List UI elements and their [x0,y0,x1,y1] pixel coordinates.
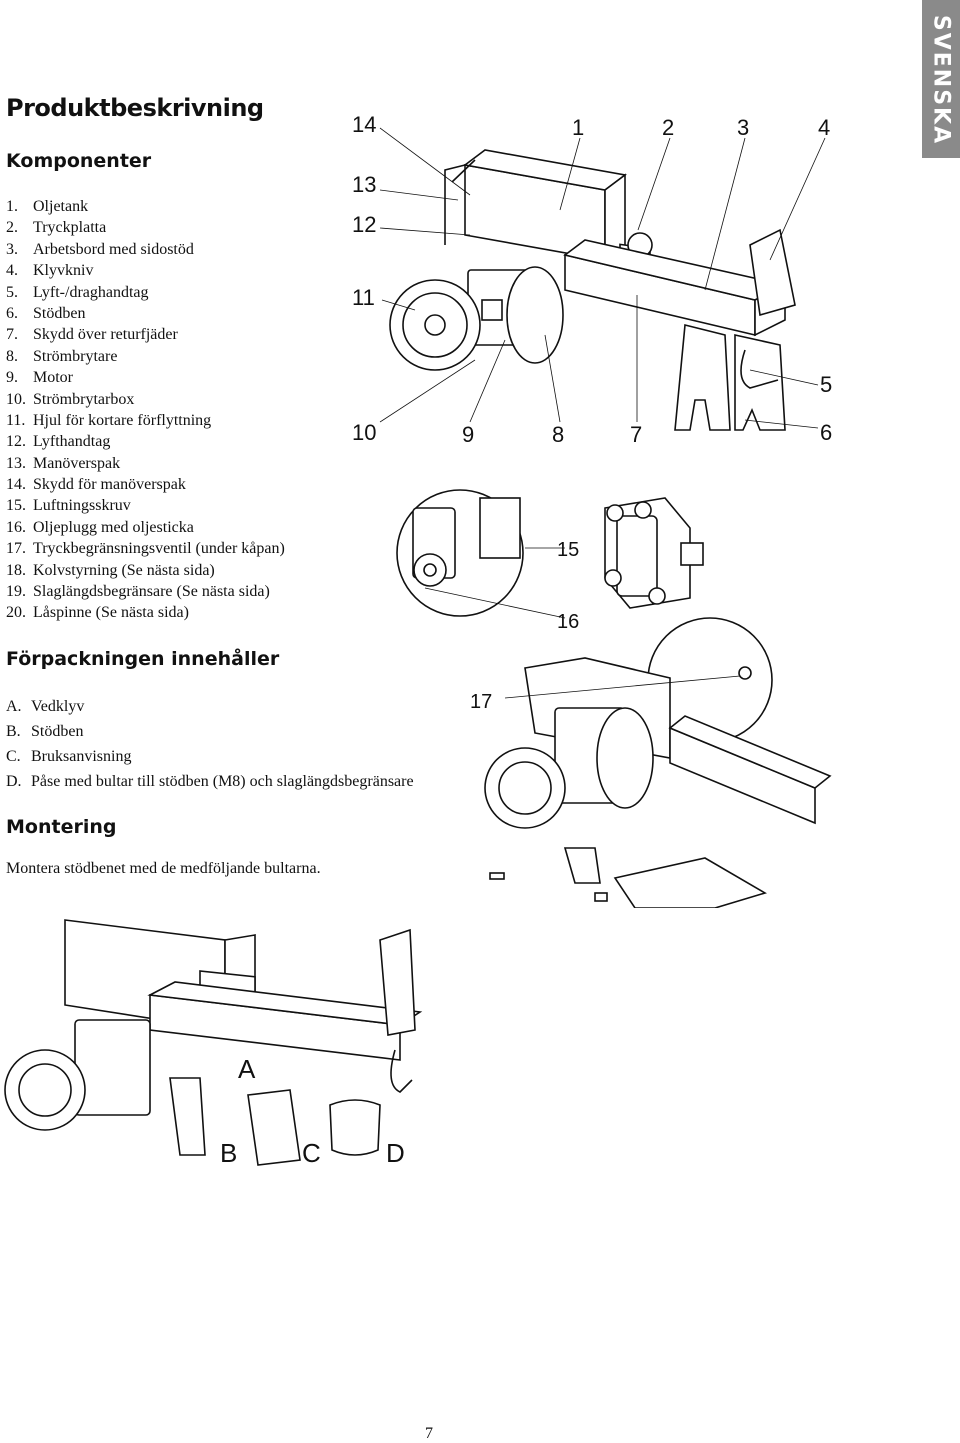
components-list: 1.Oljetank 2.Tryckplatta 3.Arbetsbord me… [6,196,285,624]
list-item: D.Påse med bultar till stödben (M8) och … [6,773,414,790]
list-item: 2.Tryckplatta [6,219,107,237]
list-item: 3.Arbetsbord med sidostöd [6,240,194,258]
assembly-heading: Montering [6,816,117,838]
page-number: 7 [425,1425,433,1442]
callout-12: 12 [352,212,376,237]
list-item: 12.Lyfthandtag [6,433,111,451]
list-item: 17.Tryckbegränsningsventil (under kåpan) [6,540,285,558]
callout-13: 13 [352,172,376,197]
callout-6: 6 [820,420,832,445]
callout-14: 14 [352,112,376,137]
callout-15: 15 [557,539,579,561]
package-label-a: A [238,1054,256,1084]
callout-1: 1 [572,115,584,140]
list-item: 19.Slaglängdsbegränsare (Se nästa sida) [6,583,270,601]
list-item: 10.Strömbrytarbox [6,390,135,408]
list-item: 4.Klyvkniv [6,262,94,280]
package-illustration: A B C D [4,919,423,1168]
assembly-text: Montera stödbenet med de medföljande bul… [6,860,321,877]
callout-11: 11 [352,285,375,310]
list-item: C.Bruksanvisning [6,748,132,765]
list-item: 11.Hjul för kortare förflyttning [6,411,212,429]
callout-4: 4 [818,115,830,140]
page-heading: Produktbeskrivning [6,94,264,122]
language-tab: SVENSKA [922,0,960,158]
callout-5: 5 [820,372,832,397]
list-item: 8.Strömbrytare [6,347,118,365]
callout-3: 3 [737,115,749,140]
list-item: B.Stödben [6,723,84,740]
callout-2: 2 [662,115,674,140]
list-item: 9.Motor [6,369,73,387]
language-tab-label: SVENSKA [928,14,954,146]
callout-7: 7 [630,422,642,447]
list-item: 15.Luftningsskruv [6,497,131,515]
list-item: 13.Manöverspak [6,454,121,472]
list-item: 16.Oljeplugg med oljesticka [6,518,194,536]
package-heading: Förpackningen innehåller [6,648,280,670]
callout-10: 10 [352,420,376,445]
list-item: 5.Lyft-/draghandtag [6,283,149,301]
log-splitter-illustration: 14 13 12 11 10 1 2 3 4 5 6 7 8 9 [352,112,832,447]
list-item: 7.Skydd över returfjäder [6,326,178,344]
callout-17: 17 [470,691,492,713]
package-label-d: D [386,1138,405,1168]
list-item: 6.Stödben [6,304,86,322]
callout-16: 16 [557,611,579,633]
detail-illustration: 15 16 17 [396,489,832,908]
list-item: 14.Skydd för manöverspak [6,476,186,494]
callout-9: 9 [462,422,474,447]
list-item: 18.Kolvstyrning (Se nästa sida) [6,561,215,579]
package-label-b: B [220,1138,237,1168]
list-item: 20.Låspinne (Se nästa sida) [6,604,189,622]
package-list: A.Vedklyv B.Stödben C.Bruksanvisning D.P… [6,694,414,794]
components-heading: Komponenter [6,150,152,172]
package-label-c: C [302,1138,321,1168]
callout-8: 8 [552,422,564,447]
list-item: 1.Oljetank [6,198,89,215]
list-item: A.Vedklyv [6,698,85,715]
